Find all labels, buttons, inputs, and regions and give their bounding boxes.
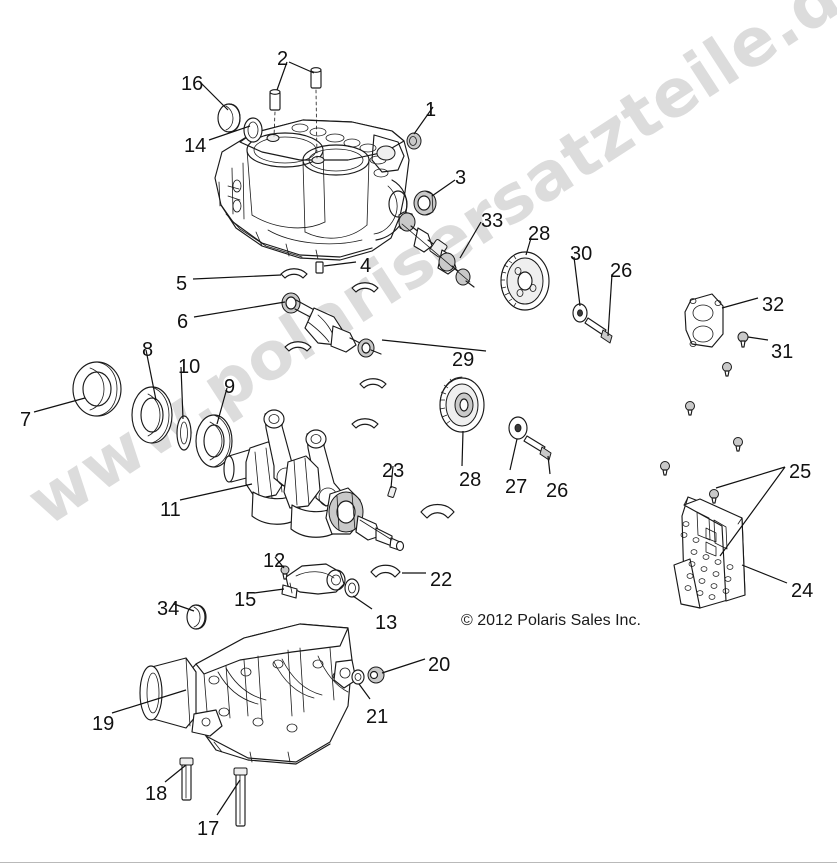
bearing-shell-5	[280, 268, 308, 279]
callout-30: 30	[570, 243, 593, 265]
bearing-race-3	[413, 190, 437, 216]
callout-27: 27	[505, 476, 528, 498]
callout-25: 25	[789, 461, 812, 483]
upper-crankcase-part	[214, 119, 410, 261]
bearing-shell-mid	[420, 503, 455, 519]
callout-24: 24	[791, 580, 814, 602]
callout-22: 22	[430, 569, 453, 591]
callout-1: 1	[425, 99, 437, 121]
callout-5: 5	[176, 273, 188, 295]
shim-washer-10	[176, 415, 192, 451]
seal-7	[72, 361, 122, 417]
washer-30	[572, 303, 588, 323]
leader-lines	[33, 61, 788, 816]
sealing-washer-21	[351, 669, 365, 685]
oil-pickup-tube-15	[281, 563, 346, 599]
screw-scatter	[660, 362, 743, 504]
copyright-notice: © 2012 Polaris Sales Inc.	[461, 612, 641, 629]
crankshaft-11	[223, 409, 405, 552]
callout-26: 26	[610, 260, 633, 282]
callout-31: 31	[771, 341, 794, 363]
callout-34: 34	[157, 598, 180, 620]
callout-19: 19	[92, 713, 115, 735]
callout-3: 3	[455, 167, 467, 189]
callout-12: 12	[263, 550, 286, 572]
callout-29: 29	[452, 349, 475, 371]
short-bolt-18	[179, 757, 194, 801]
callout-11: 11	[160, 499, 181, 521]
callout-4: 4	[360, 255, 372, 277]
callout-6: 6	[177, 311, 189, 333]
drain-plug-20	[367, 666, 385, 684]
callout-20: 20	[428, 654, 451, 676]
callout-10: 10	[178, 356, 201, 378]
callout-26-lower: 26	[546, 480, 569, 502]
oil-baffle-plate-24	[673, 496, 746, 609]
oil-pickup-bolt-12	[280, 565, 290, 580]
callout-21: 21	[366, 706, 389, 728]
bearing-shell-22	[370, 564, 401, 578]
callout-28-lower: 28	[459, 469, 482, 491]
callout-13: 13	[375, 612, 398, 634]
callout-28: 28	[528, 223, 551, 245]
flange-bolt-26-upper	[584, 317, 613, 344]
callout-33: 33	[481, 210, 504, 232]
callout-16: 16	[181, 73, 204, 95]
dowel-pin-4	[315, 261, 324, 274]
camshaft-33	[398, 211, 475, 288]
ball-bearing-9	[195, 414, 233, 468]
callout-17: 17	[197, 818, 220, 840]
balance-shaft-29	[281, 292, 382, 358]
callout-18: 18	[145, 783, 168, 805]
flange-bolt-31	[737, 331, 749, 348]
lower-crankcase-19	[139, 623, 357, 765]
callout-7: 7	[20, 409, 32, 431]
ball-bearing-8	[131, 386, 173, 444]
o-ring-14	[243, 117, 263, 143]
dowel-pin-2-a	[269, 89, 281, 111]
callout-2: 2	[277, 48, 289, 70]
washer-27	[508, 416, 528, 440]
dowel-pin-2-b	[310, 67, 322, 89]
callout-15: 15	[234, 589, 257, 611]
dowel-pin-23	[387, 486, 397, 498]
callout-9: 9	[224, 376, 236, 398]
plug-1	[406, 132, 422, 150]
cap-plug-34	[186, 604, 207, 630]
flange-bolt-26-lower	[523, 435, 552, 461]
cap-plug-16	[217, 103, 241, 133]
callout-8: 8	[142, 339, 154, 361]
cover-plate-32	[684, 293, 724, 348]
drive-gear-28-upper	[500, 251, 550, 311]
bearing-shell-group	[284, 282, 387, 429]
callout-32: 32	[762, 294, 785, 316]
callout-14: 14	[184, 135, 207, 157]
o-ring-13	[344, 578, 360, 598]
callout-23: 23	[382, 460, 405, 482]
drive-gear-28-lower	[439, 376, 485, 433]
long-bolt-17	[233, 767, 248, 827]
